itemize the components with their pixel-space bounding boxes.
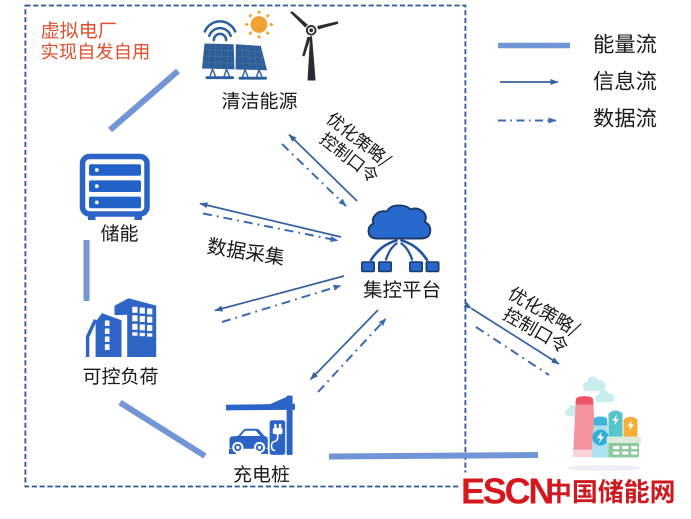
svg-text:ESCN: ESCN xyxy=(461,471,552,512)
